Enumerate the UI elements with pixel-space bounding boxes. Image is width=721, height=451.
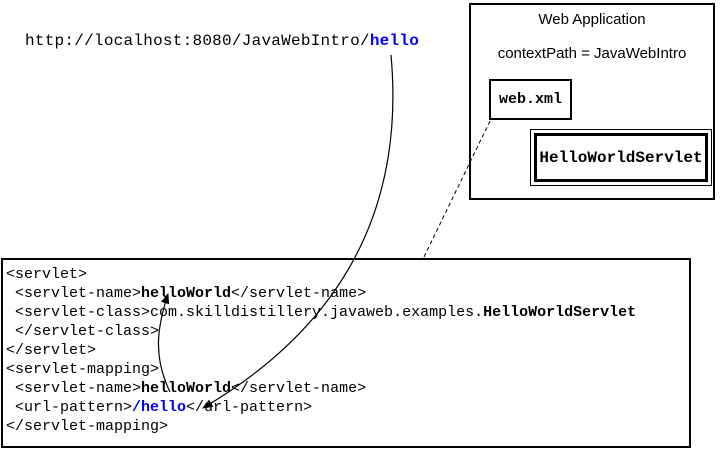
code-line-servlet-mapping-open: <servlet-mapping> — [6, 360, 689, 379]
url-path-highlight: hello — [369, 32, 420, 50]
helloworldservlet-inner-border: HelloWorldServlet — [534, 133, 708, 182]
mapping-servlet-name-value: helloWorld — [141, 380, 232, 397]
code-line-servlet-close: </servlet> — [6, 341, 689, 360]
web-xml-box: web.xml — [489, 79, 572, 120]
code-line-url-pattern: <url-pattern>/hello</url-pattern> — [6, 398, 689, 417]
servlet-class-value: HelloWorldServlet — [483, 304, 637, 321]
context-path-label: contextPath = JavaWebIntro — [497, 45, 687, 62]
code-text: <servlet-class>com.skilldistillery.javaw… — [6, 304, 484, 321]
request-url: http://localhost:8080/JavaWebIntro/hello — [25, 32, 419, 50]
web-xml-code-box: <servlet> <servlet-name>helloWorld</serv… — [1, 258, 691, 448]
code-text: <servlet-mapping> — [6, 361, 160, 378]
url-base-text: http://localhost:8080/JavaWebIntro/ — [25, 32, 370, 50]
web-xml-label: web.xml — [498, 91, 562, 108]
code-text: <servlet-name> — [6, 380, 142, 397]
web-application-title: Web Application — [538, 11, 646, 28]
code-text: </servlet-class> — [6, 323, 160, 340]
code-line-servlet-mapping-close: </servlet-mapping> — [6, 417, 689, 436]
url-pattern-value: /hello — [132, 399, 187, 416]
code-text: </servlet-name> — [231, 285, 367, 302]
code-text: <servlet-name> — [6, 285, 142, 302]
code-text: </servlet-name> — [231, 380, 367, 397]
helloworldservlet-box: HelloWorldServlet — [530, 129, 712, 186]
servlet-name-value: helloWorld — [141, 285, 232, 302]
code-text: </url-pattern> — [186, 399, 313, 416]
code-text: </servlet-mapping> — [6, 418, 169, 435]
code-text: </servlet> — [6, 342, 97, 359]
code-line-mapping-servlet-name: <servlet-name>helloWorld</servlet-name> — [6, 379, 689, 398]
code-line-servlet-name: <servlet-name>helloWorld</servlet-name> — [6, 284, 689, 303]
code-text: <servlet> — [6, 266, 88, 283]
web-application-box: Web Application contextPath = JavaWebInt… — [469, 3, 715, 200]
code-line-servlet-class: <servlet-class>com.skilldistillery.javaw… — [6, 303, 689, 322]
code-line-servlet-open: <servlet> — [6, 265, 689, 284]
helloworldservlet-label: HelloWorldServlet — [539, 148, 703, 167]
code-line-servlet-class-close: </servlet-class> — [6, 322, 689, 341]
code-text: <url-pattern> — [6, 399, 133, 416]
